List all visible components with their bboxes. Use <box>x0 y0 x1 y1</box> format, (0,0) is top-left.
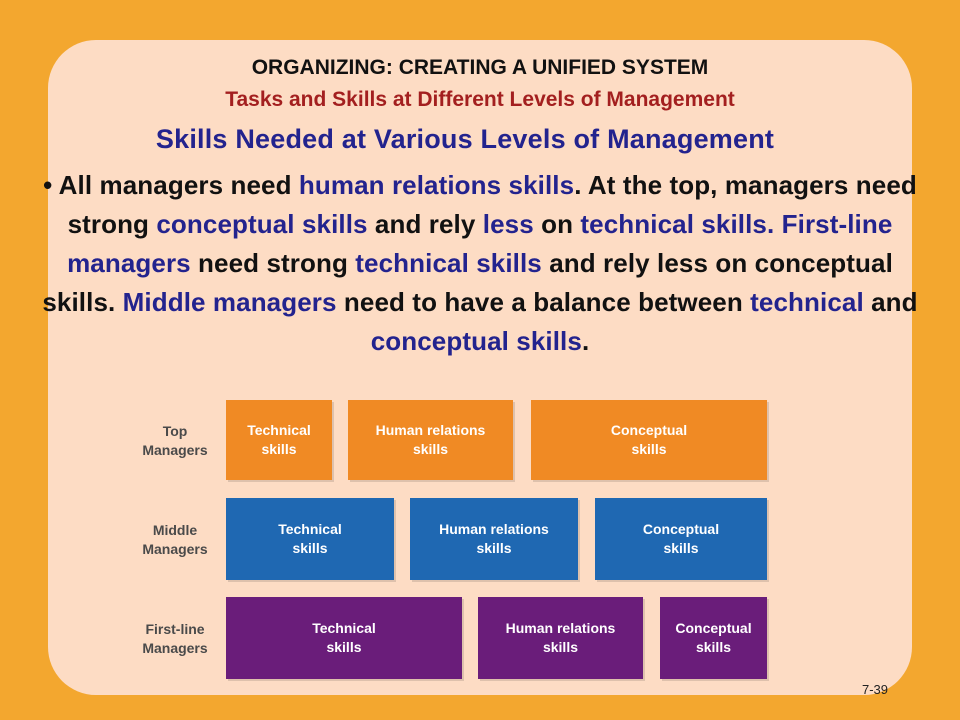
top-conceptual-skills-box: Conceptual skills <box>531 400 767 480</box>
box-label: Technical skills <box>312 620 376 655</box>
body-text-segment: • All managers need <box>43 170 299 200</box>
body-highlight: technical skills <box>355 248 542 278</box>
body-text-segment: on <box>533 209 581 239</box>
body-text-segment: . At the top, managers need strong <box>67 170 917 239</box>
middle-technical-skills-box: Technical skills <box>226 498 394 580</box>
section-title: Skills Needed at Various Levels of Manag… <box>155 124 775 154</box>
row-label-top-managers: Top Managers <box>142 423 208 458</box>
slide-heading: ORGANIZING: CREATING A UNIFIED SYSTEM <box>251 56 709 79</box>
slide-number: 7-39 <box>862 682 889 697</box>
first-line-human-relations-skills-box: Human relations skills <box>478 597 643 679</box>
content-panel <box>48 40 912 695</box>
body-highlight: Middle managers <box>122 287 337 317</box>
body-highlight: conceptual skills <box>156 209 368 239</box>
body-text-segment: and <box>863 287 918 317</box>
body-highlight: technical skills. First-line managers <box>67 209 893 278</box>
first-line-conceptual-skills-box: Conceptual skills <box>660 597 767 679</box>
top-technical-skills-box: Technical skills <box>226 400 332 480</box>
row-label-middle-managers: Middle Managers <box>142 522 208 557</box>
box-label: Human relations skills <box>375 422 486 457</box>
body-text-segment: . <box>581 326 590 356</box>
body-highlight: less <box>482 209 534 239</box>
first-line-technical-skills-box: Technical skills <box>226 597 462 679</box>
body-highlight: conceptual skills <box>370 326 582 356</box>
body-text-segment: and rely <box>367 209 483 239</box>
middle-conceptual-skills-box: Conceptual skills <box>595 498 767 580</box>
body-highlight: human relations skills <box>298 170 575 200</box>
box-label: Human relations skills <box>505 620 616 655</box>
body-text-segment: and rely less on conceptual skills. <box>42 248 893 317</box>
slide-subheading: Tasks and Skills at Different Levels of … <box>225 88 735 111</box>
box-label: Conceptual skills <box>610 422 688 457</box>
box-label: Technical skills <box>247 422 311 457</box>
body-paragraph: • All managers need human relations skil… <box>40 166 920 361</box>
box-label: Human relations skills <box>439 521 549 556</box>
row-label-first-line-managers: First-line Managers <box>142 621 208 656</box>
body-text-segment: need strong <box>190 248 356 278</box>
middle-human-relations-skills-box: Human relations skills <box>410 498 578 580</box>
body-highlight: technical <box>750 287 864 317</box>
box-label: Conceptual skills <box>675 620 752 655</box>
body-text-segment: need to have a balance between <box>336 287 751 317</box>
top-human-relations-skills-box: Human relations skills <box>348 400 513 480</box>
box-label: Conceptual skills <box>642 521 720 556</box>
box-label: Technical skills <box>278 521 342 556</box>
